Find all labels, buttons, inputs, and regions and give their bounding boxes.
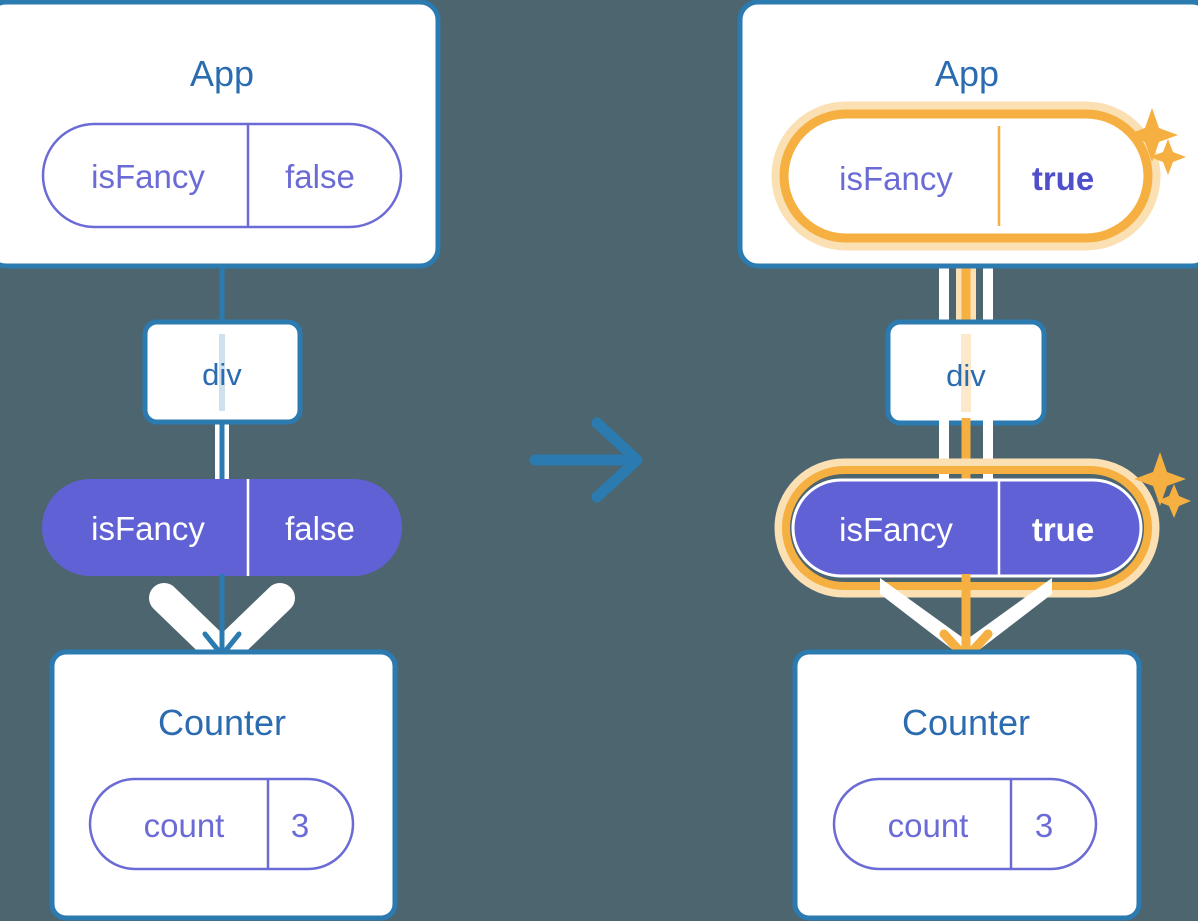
- div-card-label-right: div: [946, 358, 986, 393]
- prop-pill-value-left: false: [285, 510, 355, 547]
- app-state-pill-ring-right: [779, 109, 1153, 243]
- app-card-title-right: App: [935, 53, 999, 94]
- app-state-pill-left[interactable]: [41, 122, 403, 229]
- counter-card-title-left: Counter: [158, 702, 286, 743]
- app-state-pill-value-right: true: [1032, 160, 1094, 197]
- app-state-pill-key-left: isFancy: [91, 158, 205, 195]
- prop-pill-key-left: isFancy: [91, 510, 205, 547]
- counter-state-pill-key-left: count: [144, 807, 225, 844]
- counter-card-title-right: Counter: [902, 702, 1030, 743]
- sparkle-app-small-icon: [1150, 139, 1186, 175]
- sparkle-prop-small-icon: [1157, 484, 1191, 518]
- counter-state-pill-value-right: 3: [1035, 807, 1053, 844]
- counter-state-pill-left[interactable]: [88, 777, 355, 871]
- sparkle-prop-large-icon: [1134, 452, 1186, 506]
- counter-state-pill-key-right: count: [888, 807, 969, 844]
- sparkle-app-large-icon: [1126, 108, 1178, 162]
- prop-pill-value-right: true: [1032, 511, 1094, 548]
- app-state-pill-right[interactable]: [790, 125, 1142, 227]
- div-card-label-left: div: [202, 357, 242, 392]
- app-state-pill-value-left: false: [285, 158, 355, 195]
- prop-pill-left[interactable]: [42, 479, 402, 576]
- counter-state-pill-right[interactable]: [832, 777, 1098, 871]
- prop-pill-key-right: isFancy: [839, 511, 953, 548]
- app-card-title-left: App: [190, 53, 254, 94]
- app-state-pill-key-right: isFancy: [839, 160, 953, 197]
- counter-state-pill-value-left: 3: [291, 807, 309, 844]
- arrow-right-icon: [529, 417, 643, 503]
